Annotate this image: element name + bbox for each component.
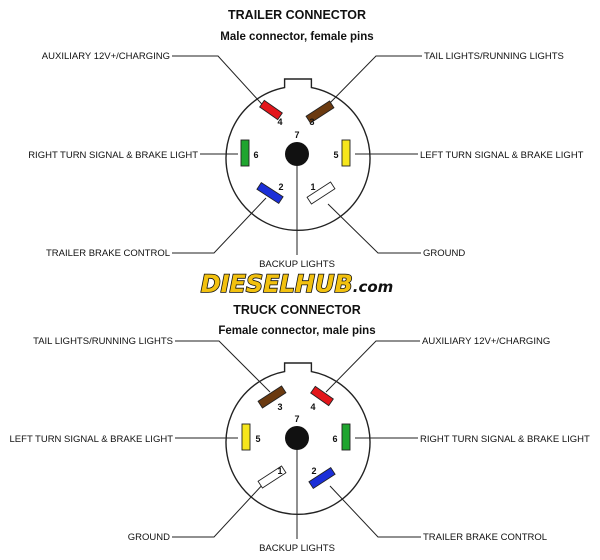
- trailer-title: TRAILER CONNECTOR: [228, 8, 366, 22]
- trailer-pin-7: [285, 142, 309, 166]
- truck-label-5: LEFT TURN SIGNAL & BRAKE LIGHT: [10, 434, 174, 445]
- truck-pin-5-num: 5: [255, 434, 260, 444]
- truck-pin-7-num: 7: [294, 414, 299, 424]
- truck-connector: TRUCK CONNECTOR Female connector, male p…: [10, 303, 590, 554]
- truck-label-4: AUXILIARY 12V+/CHARGING: [422, 336, 550, 347]
- trailer-pin-3-num: 3: [309, 117, 314, 127]
- trailer-pin-5-num: 5: [333, 150, 338, 160]
- logo-name: DIESELHUB: [201, 270, 353, 298]
- truck-pin-5: [241, 423, 251, 451]
- dieselhub-logo: DIESELHUB.com: [200, 269, 394, 299]
- trailer-leader-2: [172, 197, 267, 254]
- trailer-subtitle: Male connector, female pins: [220, 31, 373, 43]
- trailer-pin-7-num: 7: [294, 130, 299, 140]
- truck-pin-7: [285, 426, 309, 450]
- trailer-pin-2-num: 2: [278, 182, 283, 192]
- truck-label-7: BACKUP LIGHTS: [259, 543, 335, 554]
- truck-label-2: TRAILER BRAKE CONTROL: [423, 532, 547, 543]
- trailer-label-5: LEFT TURN SIGNAL & BRAKE LIGHT: [420, 150, 584, 161]
- trailer-label-2: TRAILER BRAKE CONTROL: [46, 248, 170, 259]
- truck-label-6: RIGHT TURN SIGNAL & BRAKE LIGHT: [420, 434, 590, 445]
- truck-pin-1-num: 1: [277, 466, 282, 476]
- trailer-leader-3: [324, 55, 422, 109]
- trailer-label-3: TAIL LIGHTS/RUNNING LIGHTS: [424, 51, 564, 62]
- trailer-pin-2: [256, 181, 284, 205]
- logo-suffix: .com: [353, 278, 394, 296]
- truck-leader-4: [325, 340, 420, 393]
- truck-pin-2: [308, 466, 336, 490]
- truck-pin-6-num: 6: [332, 434, 337, 444]
- truck-subtitle: Female connector, male pins: [218, 325, 375, 337]
- trailer-pin-1: [306, 181, 336, 205]
- trailer-label-4: AUXILIARY 12V+/CHARGING: [42, 51, 170, 62]
- trailer-label-6: RIGHT TURN SIGNAL & BRAKE LIGHT: [28, 150, 198, 161]
- trailer-pin-1-num: 1: [310, 182, 315, 192]
- trailer-label-7: BACKUP LIGHTS: [259, 259, 335, 270]
- trailer-pin-3: [305, 100, 335, 124]
- trailer-pin-6: [240, 139, 250, 167]
- trailer-leader-1: [327, 203, 421, 254]
- trailer-label-1: GROUND: [423, 248, 465, 259]
- truck-pin-3: [257, 385, 287, 409]
- truck-pin-3-num: 3: [277, 402, 282, 412]
- truck-pin-6: [341, 423, 351, 451]
- trailer-pin-4-num: 4: [277, 117, 282, 127]
- truck-pin-2-num: 2: [311, 466, 316, 476]
- truck-label-1: GROUND: [128, 532, 170, 543]
- truck-pin-4-num: 4: [310, 402, 315, 412]
- truck-leader-3: [175, 340, 271, 393]
- truck-pin-4: [310, 385, 334, 407]
- trailer-pin-4: [259, 99, 283, 121]
- trailer-pin-5: [341, 139, 351, 167]
- truck-pin-1: [257, 465, 287, 489]
- truck-label-3: TAIL LIGHTS/RUNNING LIGHTS: [33, 336, 173, 347]
- truck-leader-1: [172, 481, 266, 538]
- truck-leader-2: [329, 485, 421, 538]
- truck-title: TRUCK CONNECTOR: [233, 303, 361, 317]
- trailer-leader-4: [172, 55, 270, 113]
- trailer-pin-6-num: 6: [253, 150, 258, 160]
- dieselhub-logo-text: DIESELHUB.com: [201, 270, 394, 298]
- trailer-connector: TRAILER CONNECTOR Male connector, female…: [28, 8, 583, 270]
